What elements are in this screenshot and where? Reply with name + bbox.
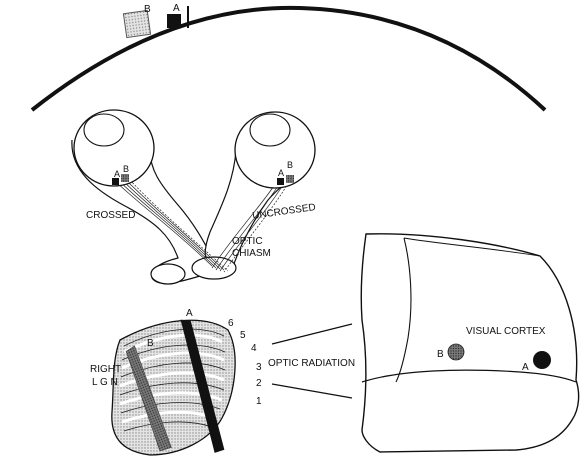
right-eye-cornea	[250, 114, 290, 146]
label-lgn: L G N	[92, 377, 118, 388]
cortex-label-a: A	[522, 362, 529, 373]
lgn-label-b: B	[147, 338, 154, 349]
label-visual-cortex: VISUAL CORTEX	[466, 326, 546, 337]
field-label-a: A	[173, 3, 180, 14]
label-optic: OPTIC	[232, 236, 263, 247]
eyes-and-chiasm: A B A B CROSSED UNCROSSED OPTIC CHIASM	[72, 110, 317, 284]
layer-number-1: 1	[256, 396, 262, 407]
layer-number-2: 2	[256, 378, 262, 389]
cortex-label-b: B	[437, 349, 444, 360]
left-retina-a-mark	[112, 178, 119, 185]
layer-number-6: 6	[228, 318, 234, 329]
radiation-line-lower	[272, 384, 352, 398]
left-eye-label-a: A	[114, 169, 120, 179]
right-retina-b-mark	[286, 175, 294, 183]
radiation-line-upper	[272, 324, 352, 344]
right-eye-label-a: A	[278, 168, 284, 178]
layer-number-5: 5	[240, 330, 246, 341]
right-eye: A B	[235, 112, 315, 188]
left-eye-cornea	[84, 114, 124, 146]
lgn-label-a: A	[186, 308, 193, 319]
left-eye: A B	[74, 110, 154, 186]
optic-radiation: OPTIC RADIATION	[268, 324, 355, 398]
label-crossed: CROSSED	[86, 210, 135, 221]
visual-field: B A	[32, 3, 545, 110]
cortex-point-a	[533, 351, 551, 369]
field-point-a-marker	[167, 14, 181, 28]
right-retina-a-mark	[277, 178, 284, 185]
label-right: RIGHT	[90, 364, 121, 375]
label-optic-radiation: OPTIC RADIATION	[268, 358, 355, 369]
lgn: A B RIGHT L G N 6 5 4 3 2 1	[90, 308, 262, 455]
visual-field-arc	[32, 8, 545, 110]
layer-number-3: 3	[256, 362, 262, 373]
left-retina-b-mark	[121, 174, 129, 182]
visual-cortex: B A VISUAL CORTEX	[361, 234, 578, 452]
chiasm-left-bulb	[151, 264, 185, 284]
label-chiasm: CHIASM	[232, 248, 271, 259]
right-eye-label-b: B	[287, 160, 293, 170]
occipital-lobe-outline	[361, 234, 578, 452]
layer-number-4: 4	[251, 343, 257, 354]
cortex-point-b	[448, 344, 464, 360]
field-label-b: B	[144, 4, 151, 15]
left-eye-label-b: B	[123, 164, 129, 174]
